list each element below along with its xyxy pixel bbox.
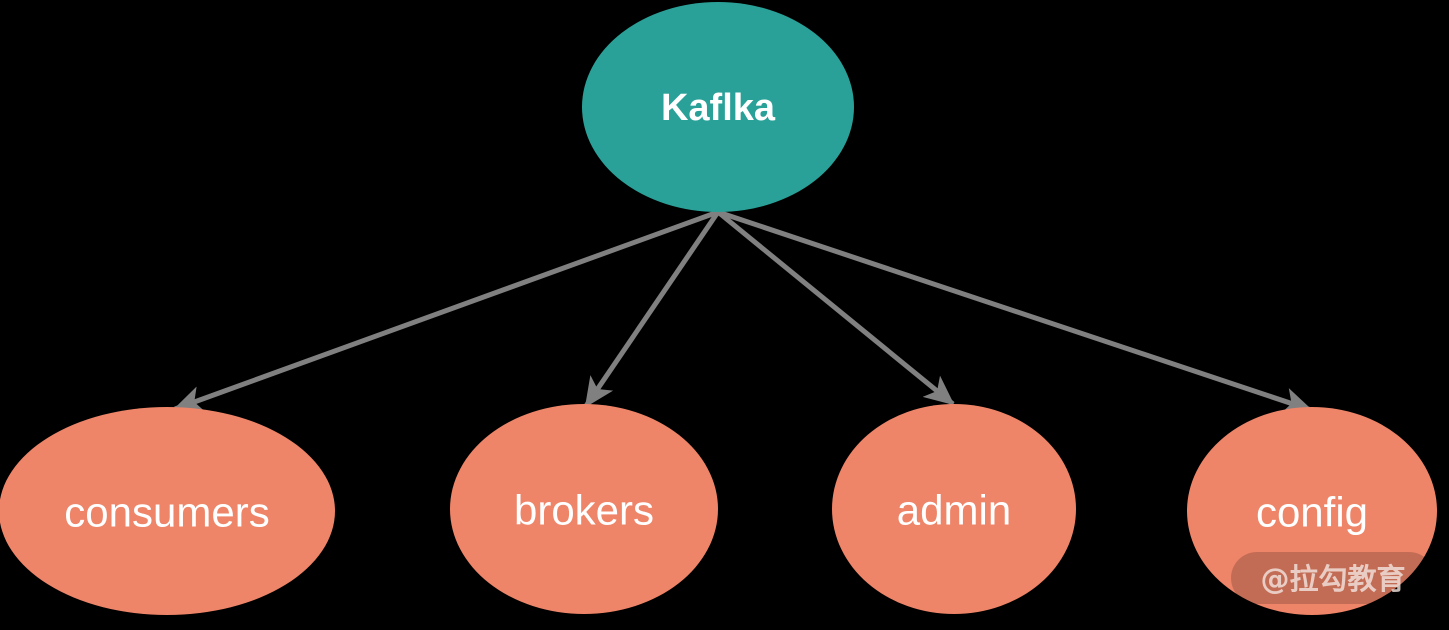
node-brokers[interactable]: brokers xyxy=(450,404,718,614)
edge-group xyxy=(173,209,1313,415)
root-node-label: Kaflka xyxy=(661,87,776,129)
edge-root-to-config xyxy=(717,209,1313,415)
brokers-node-label: brokers xyxy=(514,487,654,534)
watermark-label: @拉勾教育 xyxy=(1260,562,1405,596)
brokers-ellipse-shape xyxy=(450,404,718,614)
edge-root-to-consumers xyxy=(173,209,719,413)
watermark-pill-background xyxy=(1231,552,1435,604)
consumers-ellipse-shape xyxy=(0,407,335,615)
node-admin[interactable]: admin xyxy=(832,404,1076,614)
config-node-label: config xyxy=(1256,489,1368,536)
admin-node-label: admin xyxy=(897,487,1011,534)
consumers-node-label: consumers xyxy=(64,489,269,536)
root-ellipse-shape xyxy=(582,2,854,212)
edge-root-to-admin xyxy=(716,210,955,406)
node-root-kaflka[interactable]: Kaflka xyxy=(582,2,854,212)
node-config[interactable]: config xyxy=(1187,407,1437,615)
admin-ellipse-shape xyxy=(832,404,1076,614)
config-ellipse-shape xyxy=(1187,407,1437,615)
watermark: @拉勾教育 xyxy=(1231,552,1435,604)
edge-root-to-brokers xyxy=(583,210,721,408)
node-consumers[interactable]: consumers xyxy=(0,407,335,615)
